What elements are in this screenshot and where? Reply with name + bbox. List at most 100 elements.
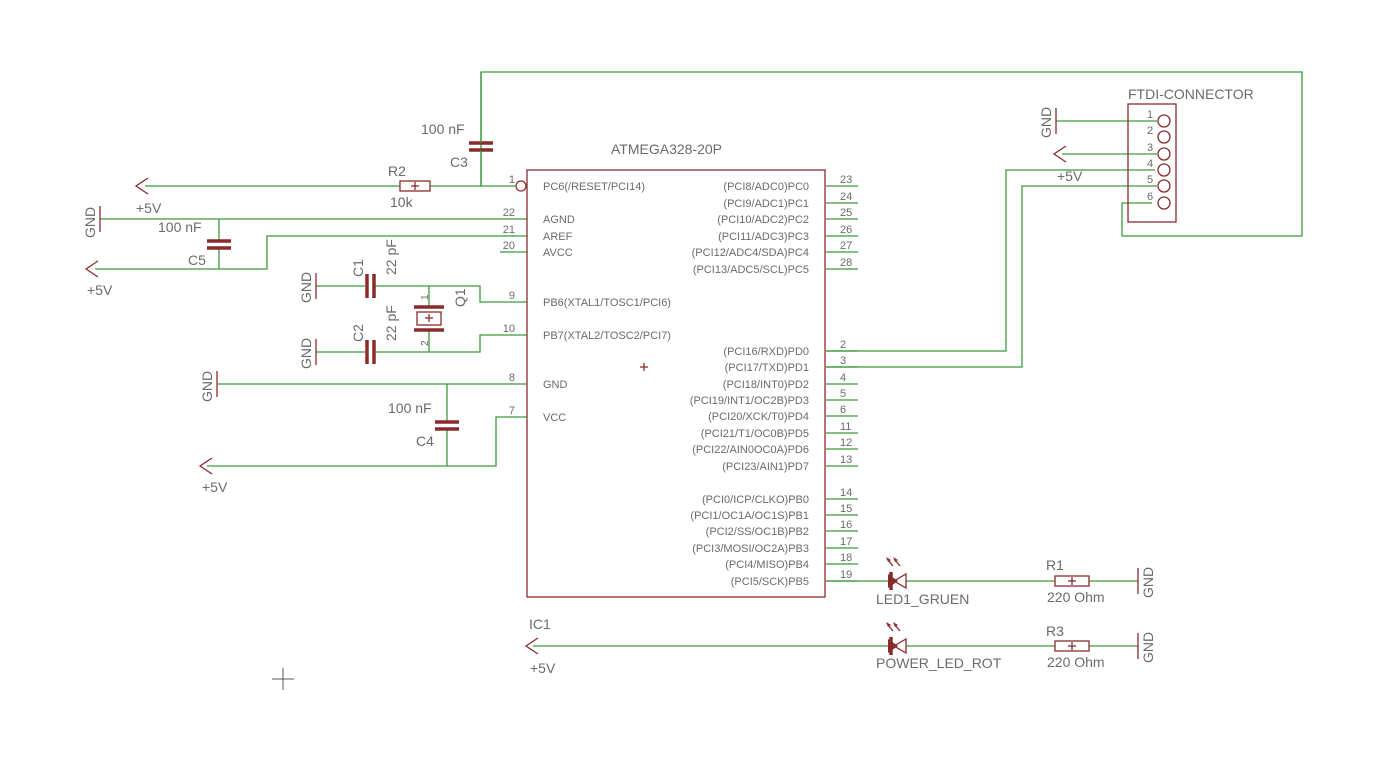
reset-inversion-bubble	[515, 180, 527, 192]
vcc-symbol-reset: +5V	[134, 177, 162, 216]
pin-number: 28	[840, 257, 852, 269]
pin-number: 3	[840, 355, 846, 367]
capacitor-c4: 100 nF C4	[388, 400, 459, 449]
crystal-q1: Q1 1 2	[414, 288, 468, 346]
ic-right-pin: 6(PCI20/XCK/T0)PD4	[708, 404, 858, 423]
r2-name: R2	[388, 163, 406, 179]
svg-text:+5V: +5V	[1057, 168, 1083, 184]
pin-label: PB7(XTAL2/TOSC2/PCI7)	[543, 330, 671, 342]
q1-name: Q1	[452, 288, 468, 307]
c2-value: 22 pF	[383, 305, 399, 341]
pin-number: 21	[503, 224, 515, 236]
led1-gruen: LED1_GRUEN	[876, 557, 969, 607]
pin-number: 14	[840, 487, 852, 499]
cursor-crosshair-icon	[272, 668, 294, 690]
svg-text:GND: GND	[1038, 107, 1054, 138]
c4-value: 100 nF	[388, 400, 432, 416]
pin-label: AREF	[543, 231, 573, 243]
pin-number: 12	[840, 437, 852, 449]
r1-name: R1	[1046, 557, 1064, 573]
svg-text:GND: GND	[199, 371, 215, 402]
resistor-r3: R3 220 Ohm	[1046, 623, 1105, 670]
ftdi-pin-number: 4	[1147, 158, 1153, 170]
pin-number: 4	[840, 372, 846, 384]
pin-number: 25	[840, 207, 852, 219]
resistor-r2: R2 10k	[388, 163, 431, 210]
gnd-symbol-c2: GND	[298, 338, 317, 369]
led-power-name: POWER_LED_ROT	[876, 655, 1002, 671]
c1-value: 22 pF	[383, 239, 399, 275]
gnd-symbol-ftdi: GND	[1038, 107, 1057, 138]
capacitor-c3: 100 nF C3	[421, 72, 493, 186]
ftdi-pin-number: 6	[1147, 191, 1153, 203]
svg-text:GND: GND	[82, 207, 98, 238]
pin-number: 24	[840, 191, 852, 203]
pin-number: 18	[840, 552, 852, 564]
ic-right-pin: 26(PCI11/ADC3)PC3	[718, 224, 858, 243]
pin-number: 23	[840, 174, 852, 186]
pin-number: 16	[840, 519, 852, 531]
c5-name: C5	[188, 252, 206, 268]
pin-label: (PCI5/SCK)PB5	[731, 576, 809, 588]
ftdi-pin: 1	[1147, 109, 1171, 128]
ic-right-pin: 23(PCI8/ADC0)PC0	[723, 174, 858, 193]
pin-label: PB6(XTAL1/TOSC1/PCI6)	[543, 297, 671, 309]
resistor-r1: R1 220 Ohm	[1046, 557, 1105, 605]
svg-text:+5V: +5V	[202, 479, 228, 495]
c3-name: C3	[450, 154, 468, 170]
pin-label: (PCI18/INT0)PD2	[723, 379, 809, 391]
pin-number: 7	[509, 405, 515, 417]
c3-value: 100 nF	[421, 121, 465, 137]
pin-number: 15	[840, 503, 852, 515]
ic-right-pin: 25(PCI10/ADC2)PC2	[717, 207, 858, 226]
svg-text:GND: GND	[1140, 632, 1156, 663]
pin-number: 11	[840, 421, 851, 433]
ic-name-label: IC1	[529, 616, 551, 632]
svg-text:+5V: +5V	[136, 200, 162, 216]
r3-value: 220 Ohm	[1047, 654, 1105, 670]
ftdi-pin: 3	[1147, 142, 1171, 161]
pin-label: (PCI19/INT1/OC2B)PD3	[690, 395, 809, 407]
ftdi-pin: 2	[1147, 125, 1171, 144]
pin-label: (PCI1/OC1A/OC1S)PB1	[690, 510, 809, 522]
pin-label: AGND	[543, 214, 575, 226]
pin-number: 1	[509, 174, 515, 186]
pin-number: 10	[503, 323, 515, 335]
pin-label: (PCI2/SS/OC1B)PB2	[706, 526, 809, 538]
capacitor-c5: 100 nF C5	[158, 219, 231, 268]
ic-right-pin: 27(PCI12/ADC4/SDA)PC4	[692, 240, 858, 259]
ic-right-pin: 16 (PCI2/SS/OC1B)PB2	[706, 519, 858, 538]
gnd-symbol-agnd: GND	[82, 206, 101, 238]
pin-number: 22	[503, 207, 515, 219]
ic-right-pin: 11(PCI21/T1/OC0B)PD5	[701, 421, 858, 440]
ic-right-pin: 5 (PCI19/INT1/OC2B)PD3	[690, 388, 858, 407]
r2-value: 10k	[390, 194, 414, 210]
pin-label: (PCI3/MOSI/OC2A)PB3	[692, 543, 809, 555]
pin-label: PC6(/RESET/PCI14)	[543, 181, 645, 193]
pin-number: 13	[840, 454, 852, 466]
ic-right-pin: 3(PCI17/TXD)PD1	[725, 355, 858, 374]
vcc-symbol-aref: +5V	[84, 260, 113, 298]
pin-label: GND	[543, 379, 568, 391]
ftdi-pin: 4	[1147, 158, 1171, 177]
pin-number: 19	[840, 569, 852, 581]
r1-value: 220 Ohm	[1047, 589, 1105, 605]
c1-name: C1	[350, 259, 366, 277]
pin-label: (PCI13/ADC5/SCL)PC5	[693, 264, 809, 276]
capacitor-c1: C1 22 pF	[350, 239, 399, 298]
pin-number: 8	[509, 372, 515, 384]
gnd-symbol-r3: GND	[1137, 632, 1156, 663]
pin-label: (PCI4/MISO)PB4	[725, 559, 809, 571]
pin-label: (PCI0/ICP/CLKO)PB0	[702, 494, 809, 506]
vcc-symbol-power-led: +5V	[524, 637, 556, 676]
pin-number: 5	[840, 388, 846, 400]
pin-number: 17	[840, 536, 852, 548]
pin-number: 20	[503, 240, 515, 252]
pin-number: 26	[840, 224, 852, 236]
ic-right-pin: 17 (PCI3/MOSI/OC2A)PB3	[692, 536, 858, 555]
ftdi-pin-number: 5	[1147, 174, 1153, 186]
ic-part-label: ATMEGA328-20P	[611, 141, 722, 157]
